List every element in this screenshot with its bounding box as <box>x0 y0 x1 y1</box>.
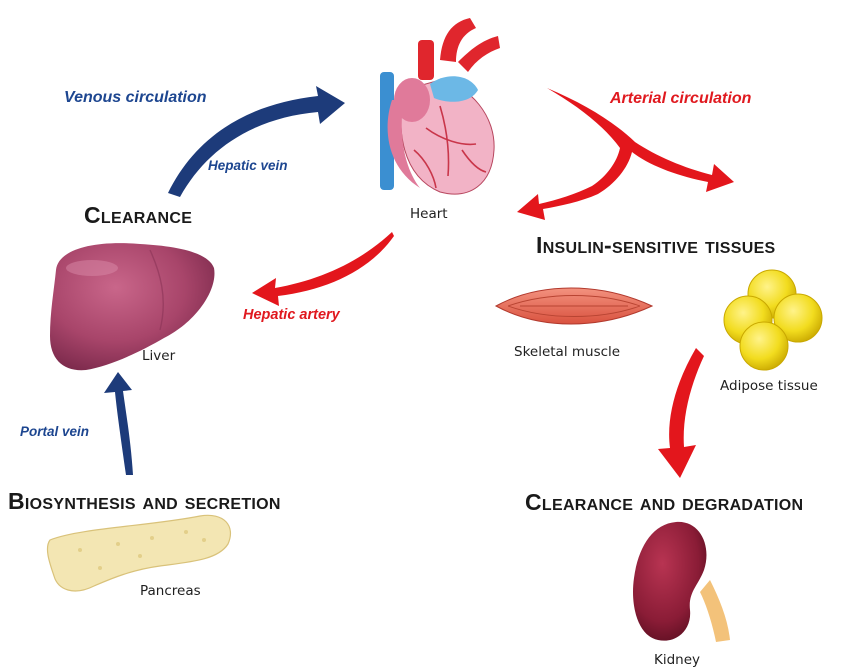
portal-vein-arrow <box>104 372 133 475</box>
liver-icon <box>50 243 214 370</box>
biosynthesis-heading: Biosynthesis and secretion <box>8 488 281 515</box>
muscle-icon <box>496 288 652 324</box>
kidney-label: Kidney <box>654 652 700 668</box>
pancreas-label: Pancreas <box>140 583 201 599</box>
liver-label: Liver <box>142 348 175 364</box>
hepatic-artery-arrow <box>252 232 394 306</box>
adipose-icon <box>724 270 822 370</box>
hepatic-artery-label: Hepatic artery <box>243 307 340 323</box>
degradation-heading: Clearance and degradation <box>525 489 803 516</box>
degradation-arrow <box>658 348 704 478</box>
hepatic-vein-label: Hepatic vein <box>208 158 288 173</box>
kidney-icon <box>633 522 730 642</box>
heart-label: Heart <box>410 206 448 222</box>
clearance-heading: Clearance <box>84 202 192 229</box>
insulin-tissues-heading: Insulin-sensitive tissues <box>536 232 776 259</box>
portal-vein-label: Portal vein <box>20 424 89 439</box>
adipose-tissue-label: Adipose tissue <box>720 378 818 394</box>
skeletal-muscle-label: Skeletal muscle <box>514 344 620 360</box>
pancreas-icon <box>47 515 230 591</box>
arterial-circulation-label: Arterial circulation <box>610 90 751 108</box>
venous-circulation-label: Venous circulation <box>64 89 207 107</box>
heart-icon <box>380 18 500 194</box>
